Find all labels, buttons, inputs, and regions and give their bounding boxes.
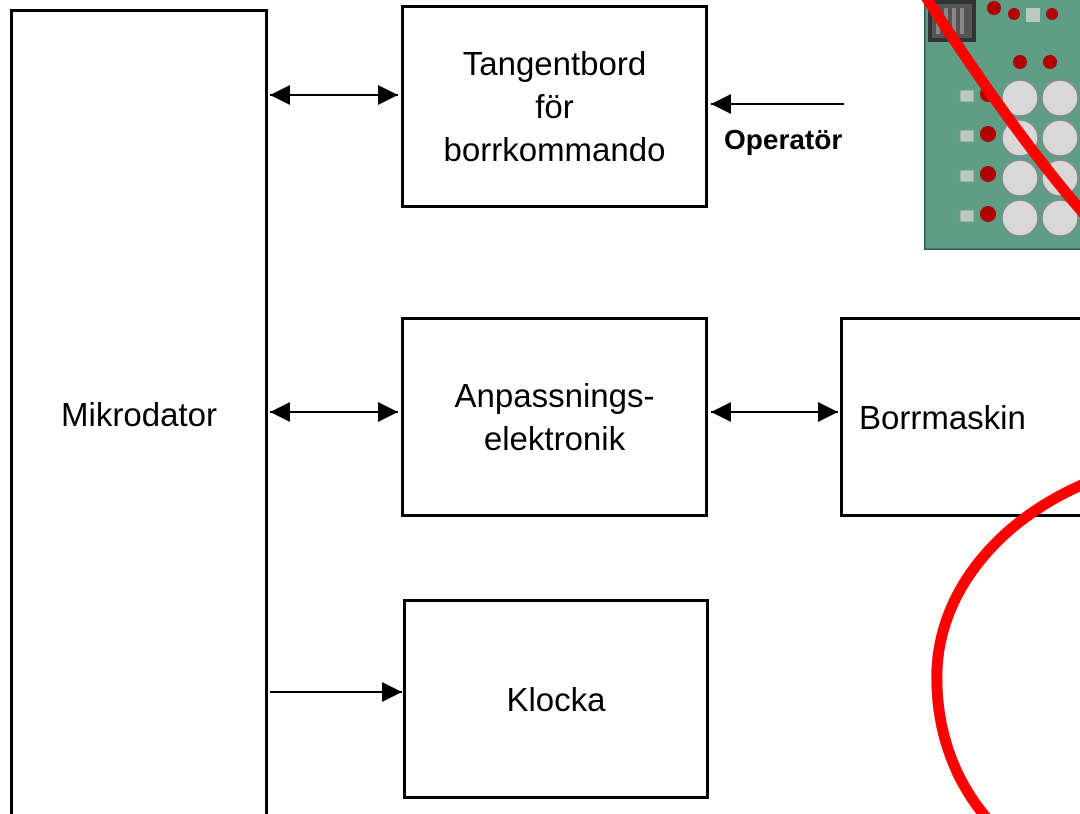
block-anpassningselektronik: Anpassnings- elektronik <box>401 317 708 517</box>
block-tangentbord-line-1: Tangentbord <box>462 45 647 82</box>
block-anpassning-label: Anpassnings- elektronik <box>455 374 655 460</box>
block-anpassning-line-2: elektronik <box>483 420 626 457</box>
block-anpassning-line-1: Anpassnings- <box>454 377 655 414</box>
block-klocka: Klocka <box>403 599 709 799</box>
block-tangentbord-label: Tangentbord för borrkommando <box>444 42 666 171</box>
keypad-icon <box>924 0 1080 250</box>
block-tangentbord-line-3: borrkommando <box>443 131 666 168</box>
block-borrmaskin: Borrmaskin <box>840 317 1080 517</box>
red-annotation-stroke-bottom <box>931 479 1080 814</box>
block-tangentbord-line-2: för <box>535 88 574 125</box>
block-tangentbord: Tangentbord för borrkommando <box>401 5 708 208</box>
block-klocka-label: Klocka <box>506 680 606 718</box>
block-mikrodator: Mikrodator <box>10 9 268 814</box>
operator-label: Operatör <box>724 124 843 155</box>
block-mikrodator-label: Mikrodator <box>61 396 217 433</box>
block-borrmaskin-label: Borrmaskin <box>859 398 1026 436</box>
